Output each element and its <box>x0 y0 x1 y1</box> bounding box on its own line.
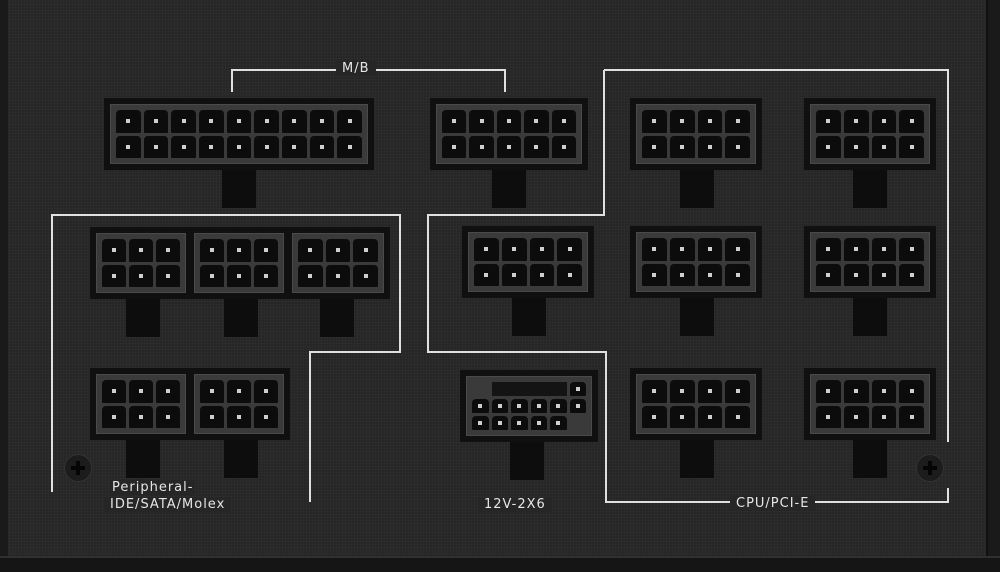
latch <box>680 170 714 208</box>
panel-surface <box>8 0 988 560</box>
chassis-edge-left <box>0 0 8 556</box>
latch <box>224 299 258 337</box>
chassis-edge-right <box>986 0 1000 556</box>
sense-pins <box>491 382 567 396</box>
cpu-pcie-connector-5[interactable] <box>804 226 936 298</box>
peripheral-connector-4[interactable] <box>90 368 192 440</box>
latch <box>512 298 546 336</box>
latch <box>492 170 526 208</box>
cpu-pcie-connector-3[interactable] <box>462 226 594 298</box>
latch <box>680 440 714 478</box>
cpu-pcie-connector-1[interactable] <box>630 98 762 170</box>
chassis-bottom-lip <box>0 556 1000 572</box>
latch <box>510 442 544 480</box>
mb-10pin-connector[interactable] <box>430 98 588 170</box>
gpu-12v-2x6-connector[interactable] <box>460 370 598 442</box>
latch <box>320 299 354 337</box>
cpu-pcie-connector-4[interactable] <box>630 226 762 298</box>
cpu-pcie-label: CPU/PCI-E <box>730 496 816 511</box>
gpu-12v-2x6-label: 12V-2X6 <box>478 497 552 512</box>
peripheral-label-line2: IDE/SATA/Molex <box>104 497 232 512</box>
screw-icon <box>916 454 944 482</box>
cpu-pcie-connector-2[interactable] <box>804 98 936 170</box>
latch <box>224 440 258 478</box>
peripheral-connector-2[interactable] <box>188 227 290 299</box>
latch <box>853 170 887 208</box>
latch <box>222 170 256 208</box>
cpu-pcie-connector-7[interactable] <box>804 368 936 440</box>
peripheral-connector-1[interactable] <box>90 227 192 299</box>
latch <box>853 440 887 478</box>
peripheral-connector-3[interactable] <box>286 227 390 299</box>
peripheral-label-line1: Peripheral- <box>110 480 196 495</box>
screw-icon <box>64 454 92 482</box>
latch <box>853 298 887 336</box>
mb-18pin-connector[interactable] <box>104 98 374 170</box>
peripheral-connector-5[interactable] <box>188 368 290 440</box>
cpu-pcie-connector-6[interactable] <box>630 368 762 440</box>
latch <box>126 440 160 478</box>
mb-label: M/B <box>336 61 376 76</box>
latch <box>126 299 160 337</box>
latch <box>680 298 714 336</box>
